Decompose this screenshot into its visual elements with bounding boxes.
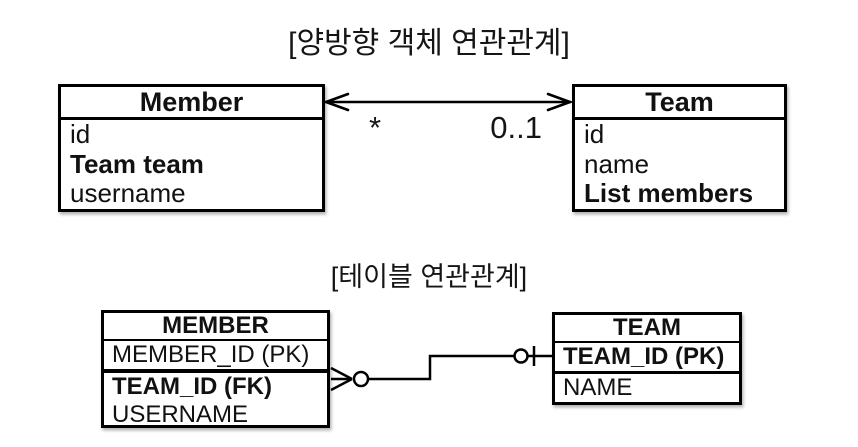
team-field-members: List members [584, 178, 754, 208]
connector-line [368, 354, 515, 381]
member-field-id: id [70, 119, 91, 149]
member-table-title: MEMBER [104, 313, 327, 341]
table-association-title: [테이블 연관관계] [330, 262, 528, 292]
member-table-column-username: USERNAME [112, 401, 249, 428]
team-table-box: TEAM TEAM_ID (PK) NAME [552, 312, 742, 405]
member-class-fields: id Team team username [61, 119, 322, 209]
relationship-connector [330, 346, 556, 392]
team-class-title: Team [575, 87, 784, 120]
team-class-fields: id name List members [575, 119, 784, 209]
member-table-column-team-id: TEAM_ID (FK) [112, 373, 272, 400]
team-field-id: id [584, 119, 605, 149]
zero-or-one-icon [513, 346, 556, 366]
member-table-column-member-id: MEMBER_ID (PK) [104, 341, 327, 373]
team-table-column-name: NAME [563, 374, 633, 401]
team-table-column-team-id: TEAM_ID (PK) [555, 343, 739, 374]
team-field-name: name [584, 148, 650, 179]
member-field-team: Team team [70, 148, 204, 179]
member-class-title: Member [61, 87, 322, 120]
member-multiplicity-label: * [368, 110, 382, 145]
member-field-username: username [70, 178, 186, 208]
team-table-title: TEAM [555, 315, 739, 343]
team-multiplicity-label: 0..1 [490, 110, 542, 145]
team-class-box: Team id name List members [572, 84, 787, 212]
member-table-box: MEMBER MEMBER_ID (PK) TEAM_ID (FK) USERN… [101, 310, 330, 428]
zero-or-many-icon [330, 366, 370, 392]
bidirectional-arrow-icon [322, 92, 574, 112]
member-class-box: Member id Team team username [58, 84, 325, 212]
object-association-title: [양방향 객체 연관관계] [288, 27, 570, 60]
